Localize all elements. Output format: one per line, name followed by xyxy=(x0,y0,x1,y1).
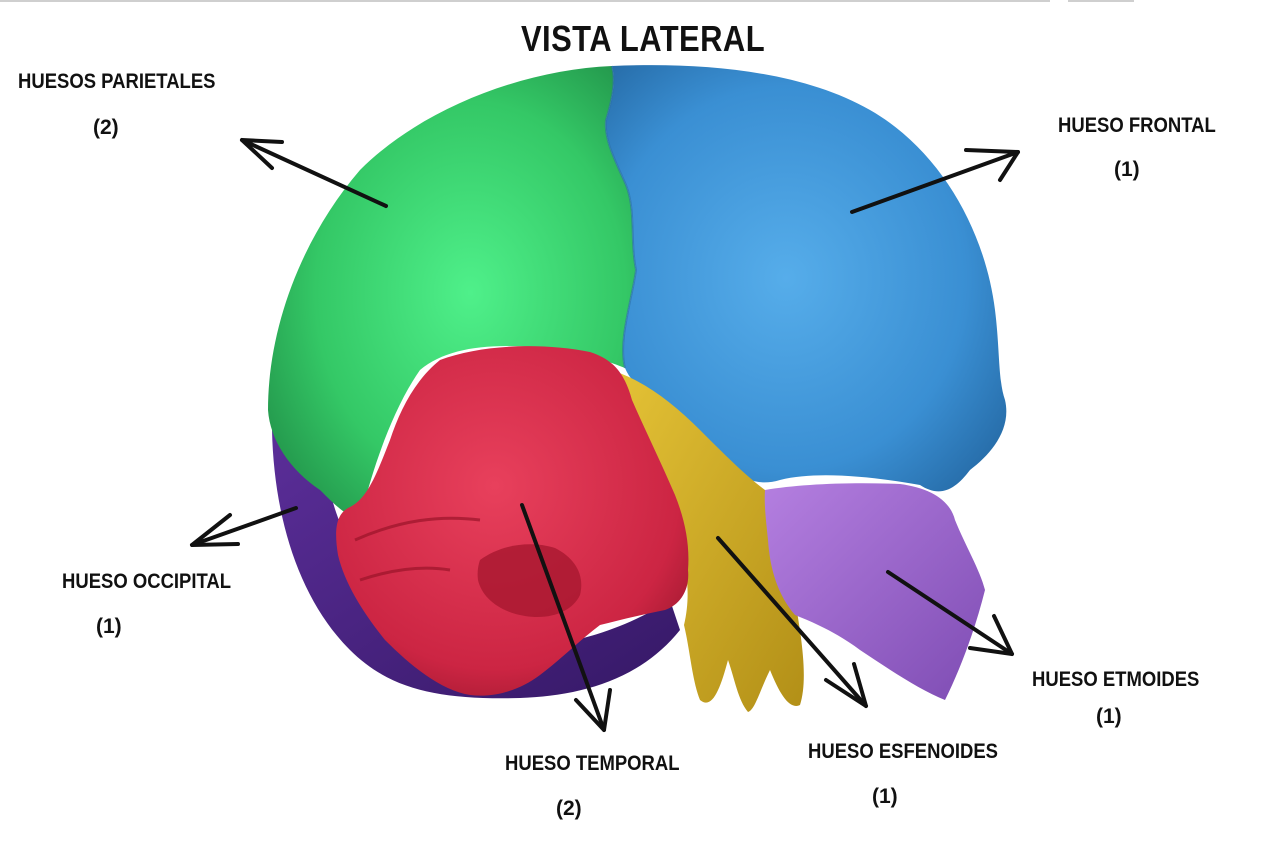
temporal-bone xyxy=(336,346,689,696)
frontal-bone xyxy=(605,65,1007,492)
count-temporal: (2) xyxy=(556,797,582,820)
occipital-bone xyxy=(272,430,680,699)
arrowhead-parietales xyxy=(240,138,284,170)
count-occipital: (1) xyxy=(96,615,122,638)
arrowhead-temporal xyxy=(574,688,612,732)
label-arrows xyxy=(190,138,1020,732)
label-etmoides: HUESO ETMOIDES xyxy=(1032,668,1200,691)
diagram-title: VISTA LATERAL xyxy=(520,18,766,59)
top-border-line-right xyxy=(1068,0,1134,2)
arrowhead-frontal xyxy=(964,148,1020,182)
label-temporal: HUESO TEMPORAL xyxy=(505,752,680,775)
top-border-line xyxy=(0,0,1050,2)
label-occipital: HUESO OCCIPITAL xyxy=(62,570,232,593)
arrow-esfenoides xyxy=(716,536,868,708)
count-parietales: (2) xyxy=(93,116,119,139)
label-frontal: HUESO FRONTAL xyxy=(1058,114,1216,137)
count-etmoides: (1) xyxy=(1096,705,1122,728)
arrowhead-esfenoides xyxy=(824,662,868,708)
arrow-frontal xyxy=(850,150,1020,214)
arrowhead-occipital xyxy=(190,513,240,547)
arrowhead-etmoides xyxy=(968,614,1014,656)
parietal-bone xyxy=(268,66,636,520)
coronal-suture xyxy=(604,65,638,369)
arrow-etmoides xyxy=(886,570,1014,656)
count-frontal: (1) xyxy=(1114,158,1140,181)
arrow-occipital xyxy=(190,506,298,547)
arrow-temporal xyxy=(520,503,606,732)
arrow-parietales xyxy=(240,138,388,208)
count-esfenoides: (1) xyxy=(872,785,898,808)
temporal-crease xyxy=(354,516,481,582)
label-parietales: HUESOS PARIETALES xyxy=(18,70,216,93)
ethmoid-bone xyxy=(764,483,985,700)
label-esfenoides: HUESO ESFENOIDES xyxy=(808,740,998,763)
